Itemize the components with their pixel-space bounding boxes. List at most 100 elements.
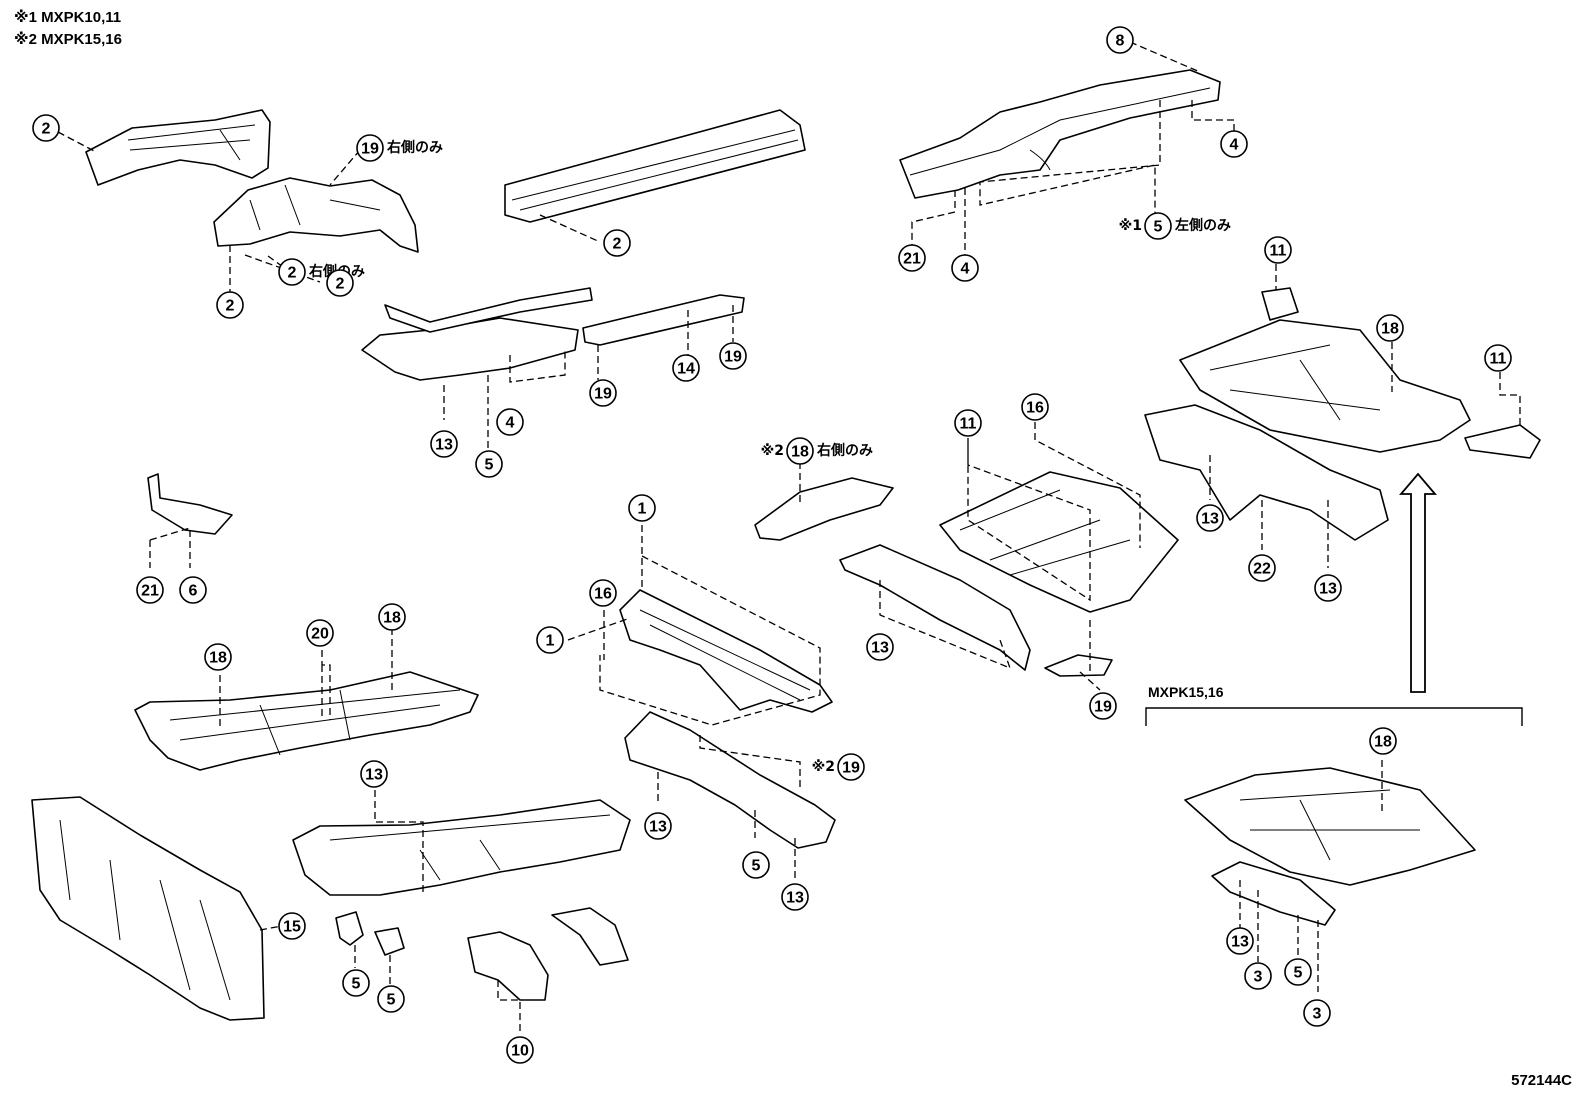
callout-number: 13 xyxy=(365,767,383,784)
callout-circle xyxy=(278,258,306,286)
parts-group xyxy=(31,69,1541,1021)
callout-circle xyxy=(496,408,524,436)
part-floor-bracket-19 xyxy=(1044,654,1113,677)
callout-number: 18 xyxy=(1381,321,1399,338)
callout-circle xyxy=(536,626,564,654)
callout-5: 5 xyxy=(475,450,503,478)
callout-10: 10 xyxy=(506,1036,534,1064)
callout-8: 8 xyxy=(1106,26,1134,54)
callout-3: 3 xyxy=(1303,999,1331,1027)
callout-circle xyxy=(377,985,405,1013)
callout-number: 19 xyxy=(724,349,742,366)
callout-number: 3 xyxy=(1254,969,1263,986)
part-bracket-5a xyxy=(335,911,364,946)
callout-1: 1 xyxy=(628,494,656,522)
model-note-2: ※2 MXPK15,16 xyxy=(14,31,122,48)
part-detail xyxy=(959,489,1131,576)
callout-18: 18 xyxy=(204,643,232,671)
part-front-floor-side xyxy=(292,799,631,896)
callout-number: 14 xyxy=(677,361,695,378)
callout-13: 13 xyxy=(1314,574,1342,602)
callout-2: 2 xyxy=(32,114,60,142)
callout-circle xyxy=(204,643,232,671)
callout-circle xyxy=(360,760,388,788)
callout-number: 2 xyxy=(288,265,297,282)
callout-circle xyxy=(1106,26,1134,54)
callout-circle xyxy=(1369,727,1397,755)
part-floor-side-member xyxy=(839,544,1031,671)
callout-number: 11 xyxy=(960,416,977,433)
callout-number: 2 xyxy=(226,298,235,315)
callout-number: 8 xyxy=(1116,33,1125,50)
callout-22: 22 xyxy=(1248,554,1276,582)
section-bracket xyxy=(1145,707,1523,726)
callout-circle xyxy=(342,969,370,997)
callout-number: 18 xyxy=(383,610,401,627)
callout-prefix: ※1 xyxy=(1119,218,1142,234)
callout-number: 18 xyxy=(1374,734,1392,751)
up-arrow-icon xyxy=(1399,472,1437,693)
part-detail xyxy=(1209,344,1381,421)
callout-circle xyxy=(742,851,770,879)
callout-1: 1 xyxy=(536,626,564,654)
part-rocker-rail xyxy=(504,109,806,223)
part-center-floor-panel xyxy=(939,471,1179,613)
callout-number: 4 xyxy=(961,261,970,278)
callout-number: 16 xyxy=(594,586,612,603)
callout-number: 1 xyxy=(638,501,647,518)
callout-number: 13 xyxy=(786,890,804,907)
callout-number: 19 xyxy=(594,386,612,403)
callout-number: 5 xyxy=(387,992,396,1009)
callout-13: 13 xyxy=(1226,927,1254,955)
callout-circle xyxy=(278,912,306,940)
part-front-apron-upper xyxy=(85,109,271,186)
callout-number: 3 xyxy=(1313,1006,1322,1023)
model-note-1: ※1 MXPK10,11 xyxy=(14,9,122,26)
callout-circle xyxy=(326,269,354,297)
callout-number: 2 xyxy=(613,236,622,253)
callouts-group: 219右側のみ22右側のみ2284※15左側のみ2141118111914194… xyxy=(32,26,1512,1064)
part-bracket-misc xyxy=(551,907,629,966)
callout-number: 18 xyxy=(791,444,809,461)
callout-circle xyxy=(951,254,979,282)
callout-16: 16 xyxy=(1021,393,1049,421)
callout-number: 19 xyxy=(842,760,860,777)
callout-circle xyxy=(1314,574,1342,602)
callout-circle xyxy=(628,494,656,522)
callout-number: 21 xyxy=(141,583,159,600)
callout-number: 13 xyxy=(1231,934,1249,951)
callout-2: 2 xyxy=(603,229,631,257)
drawing-code: 572144C xyxy=(1511,1072,1572,1089)
callout-5: 5 xyxy=(377,985,405,1013)
callout-circle xyxy=(898,244,926,272)
callout-suffix: 右側のみ xyxy=(816,442,873,459)
callout-circle xyxy=(306,619,334,647)
part-detail xyxy=(639,609,811,701)
callout-suffix: 右側のみ xyxy=(386,139,443,156)
callout-circle xyxy=(32,114,60,142)
part-rocker-mxpk15 xyxy=(1211,861,1336,926)
callout-16: 16 xyxy=(589,579,617,607)
callout-circle xyxy=(837,753,865,781)
callout-21: 21 xyxy=(898,244,926,272)
callout-circle xyxy=(216,291,244,319)
callout-number: 5 xyxy=(752,858,761,875)
callout-13: 13 xyxy=(781,883,809,911)
part-cowl-upper xyxy=(384,287,593,333)
callout-number: 21 xyxy=(903,251,921,268)
callout-number: 4 xyxy=(1230,137,1239,154)
callout-number: 2 xyxy=(336,276,345,293)
part-rear-side-member xyxy=(899,69,1221,199)
callout-15: 15 xyxy=(278,912,306,940)
callout-circle xyxy=(356,134,384,162)
part-detail xyxy=(249,184,381,231)
callout-circle xyxy=(1484,344,1512,372)
part-rear-floor-pan xyxy=(1179,319,1471,453)
callout-circle xyxy=(866,633,894,661)
callout-circle xyxy=(506,1036,534,1064)
callout-11: 11 xyxy=(954,409,982,437)
